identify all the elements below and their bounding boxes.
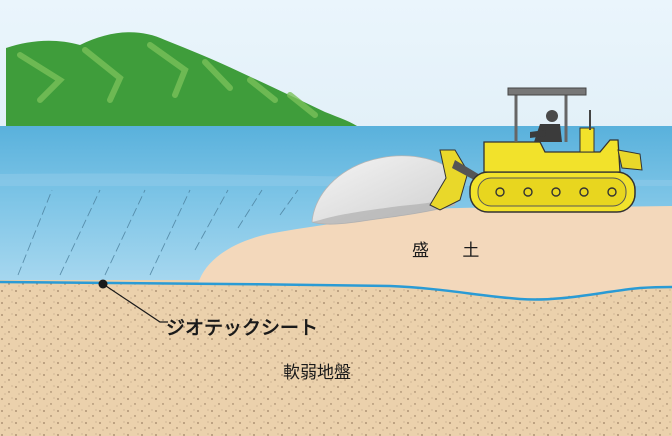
water-hatching (17, 189, 299, 276)
soft-ground-texture (0, 280, 672, 436)
bulldozer-icon (429, 87, 643, 213)
fill-pile-shadow (312, 198, 455, 225)
geotextile-sheet-label: ジオテックシート (166, 317, 319, 339)
geotextile-leader-line (102, 283, 168, 323)
geotextile-sheet-line (0, 280, 672, 301)
embankment (198, 206, 672, 299)
hill-ridges (17, 42, 318, 118)
soft-ground-label: 軟弱地盤 (283, 363, 351, 383)
embankment-label: 盛 土 (412, 241, 494, 261)
